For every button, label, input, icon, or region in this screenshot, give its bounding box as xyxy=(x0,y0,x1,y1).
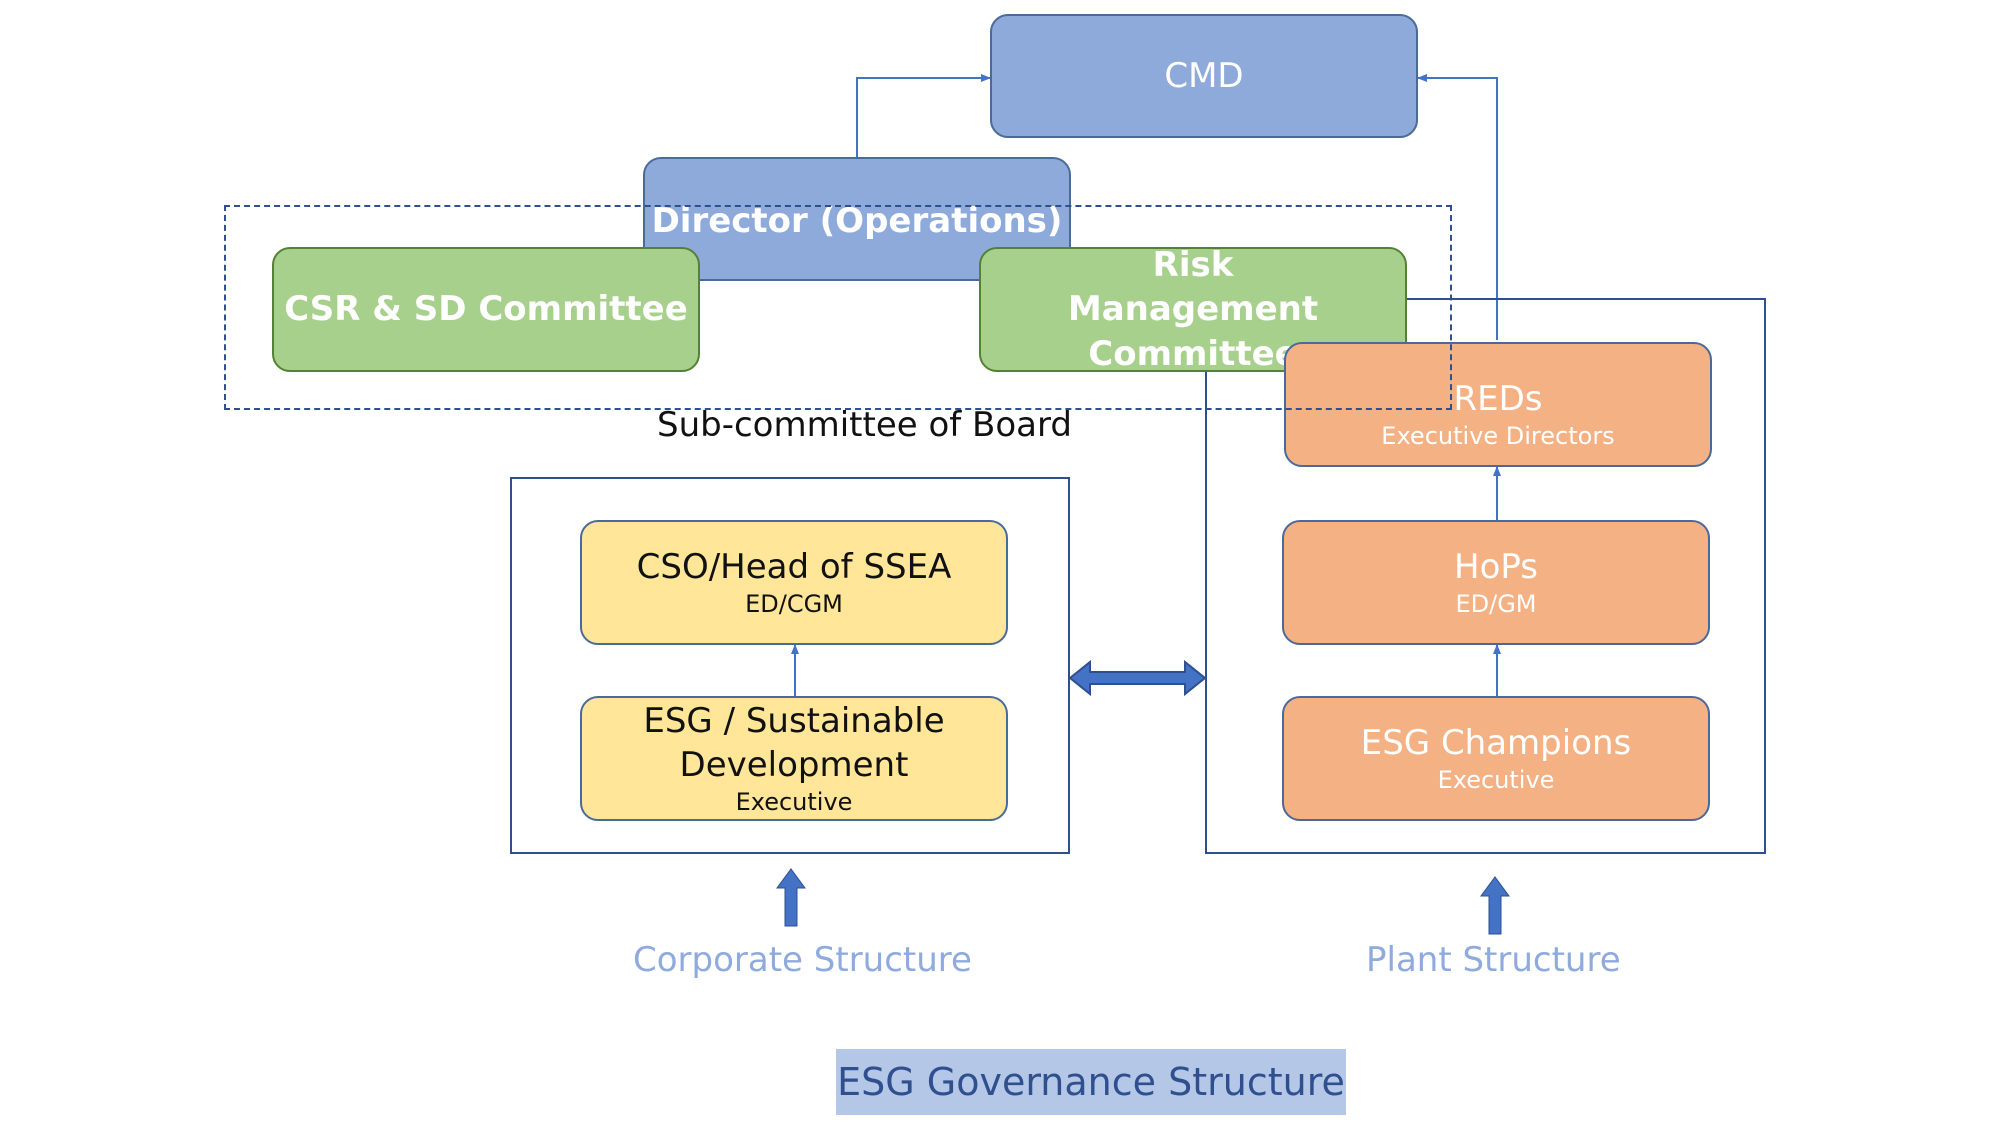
csr-sd-committee-label: CSR & SD Committee xyxy=(284,289,688,330)
esg-sd-box: ESG / Sustainable Development Executive xyxy=(580,696,1008,821)
esg-sd-subtitle: Executive xyxy=(735,788,853,817)
reds-title: REDs xyxy=(1453,378,1543,419)
corporate-plant-double-arrow xyxy=(1068,659,1207,697)
corporate-structure-label: Corporate Structure xyxy=(633,940,972,980)
csr-sd-committee-box: CSR & SD Committee xyxy=(272,247,700,372)
plant-structure-frame xyxy=(1205,298,1766,854)
diagram-caption: ESG Governance Structure xyxy=(836,1049,1346,1115)
corporate-structure-frame xyxy=(510,477,1070,854)
cmd-label: CMD xyxy=(1164,55,1244,96)
esg-champions-subtitle: Executive xyxy=(1437,766,1555,794)
subcommittee-label: Sub-committee of Board xyxy=(657,405,1072,445)
corporate-up-arrow-shape xyxy=(776,868,806,927)
reds-box: REDs Executive Directors xyxy=(1284,342,1712,467)
director-to-cmd-arrow xyxy=(856,74,991,160)
hops-box: HoPs ED/GM xyxy=(1282,520,1710,645)
esg-sd-title: ESG / Sustainable Development xyxy=(643,700,945,785)
plant-structure-label: Plant Structure xyxy=(1366,940,1621,980)
hops-subtitle: ED/GM xyxy=(1455,590,1537,618)
risk-management-committee-box: Risk Management Committee xyxy=(979,245,1407,374)
plant-to-cmd-arrow xyxy=(1417,74,1498,340)
cmd-box: CMD xyxy=(990,14,1418,138)
subcommittee-boundary xyxy=(224,205,1452,410)
cso-head-box: CSO/Head of SSEA ED/CGM xyxy=(580,520,1008,645)
risk-management-committee-label: Risk Management Committee xyxy=(1067,245,1319,374)
reds-subtitle: Executive Directors xyxy=(1381,422,1615,450)
esg-champions-box: ESG Champions Executive xyxy=(1282,696,1710,821)
diagram-caption-text: ESG Governance Structure xyxy=(837,1060,1345,1104)
plant-up-arrow xyxy=(1480,876,1510,935)
cso-head-title: CSO/Head of SSEA xyxy=(636,546,952,587)
esg-champions-title: ESG Champions xyxy=(1360,722,1632,763)
hops-title: HoPs xyxy=(1454,546,1538,587)
cso-head-subtitle: ED/CGM xyxy=(745,590,843,618)
director-operations-label: Director (Operations) xyxy=(651,201,1063,241)
